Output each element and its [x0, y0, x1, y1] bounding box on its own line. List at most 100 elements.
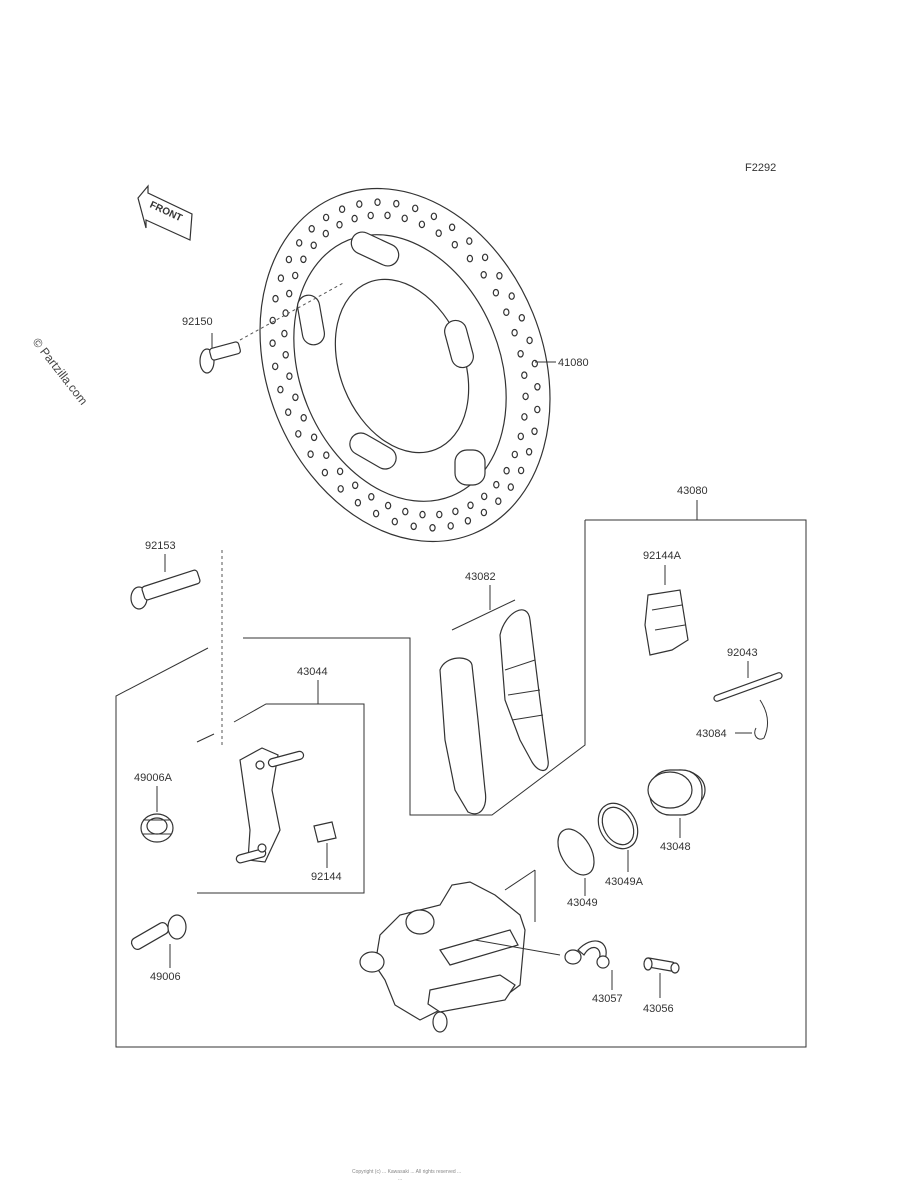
disc-hole	[412, 204, 419, 213]
bleed-hose-fitting[interactable]	[564, 940, 610, 969]
disc-hole	[322, 213, 330, 222]
disc-hole	[467, 501, 474, 510]
dust-boot[interactable]	[140, 813, 174, 843]
disc-hole	[447, 522, 454, 530]
disc-hole	[351, 214, 358, 223]
disc-hole	[480, 270, 487, 279]
dust-seal[interactable]	[590, 796, 645, 856]
disc-hole	[286, 372, 293, 381]
disc-hole	[384, 501, 392, 510]
pad-pin[interactable]	[713, 672, 783, 702]
disc-hole	[531, 427, 538, 436]
disc-hole	[451, 240, 458, 249]
label-49006A[interactable]: 49006A	[134, 772, 173, 784]
label-43049[interactable]: 43049	[567, 897, 598, 909]
disc-hole	[367, 211, 374, 220]
caliper-body[interactable]	[359, 881, 526, 1033]
disc-hole	[391, 517, 398, 526]
label-43057[interactable]: 43057	[592, 993, 623, 1005]
figure-code: F2292	[745, 162, 776, 174]
label-43048[interactable]: 43048	[660, 841, 691, 853]
disc-hole	[480, 508, 488, 517]
label-43084[interactable]: 43084	[696, 728, 727, 740]
disc-hole	[495, 497, 502, 506]
disc-hole	[402, 507, 409, 516]
disc-hole	[518, 313, 526, 322]
disc-hole	[466, 237, 473, 245]
disc-hole	[322, 229, 329, 238]
slide-pin-boot[interactable]	[130, 914, 187, 951]
label-92153[interactable]: 92153	[145, 540, 176, 552]
disc-hole	[531, 359, 539, 368]
disc-hole	[277, 274, 285, 283]
disc-hole	[522, 392, 529, 401]
disc-hole	[517, 349, 524, 358]
disc-hole	[435, 229, 442, 238]
disc-hole	[481, 492, 488, 501]
label-92144A[interactable]: 92144A	[643, 550, 682, 562]
label-43049A[interactable]: 43049A	[605, 876, 644, 888]
bracket-clip[interactable]	[313, 821, 337, 843]
disc-hole	[292, 393, 299, 402]
assembly-outline	[115, 519, 807, 1048]
label-43044[interactable]: 43044	[297, 666, 328, 678]
disc-hole	[534, 382, 541, 391]
bleed-valve[interactable]	[643, 957, 680, 974]
disc-hole	[419, 510, 426, 519]
label-92043[interactable]: 92043	[727, 647, 758, 659]
disc-hole	[436, 510, 443, 519]
disc-hole	[368, 492, 375, 501]
disc-hole	[521, 413, 528, 421]
disc-hole	[521, 371, 528, 380]
label-41080[interactable]: 41080	[558, 357, 589, 369]
disc-hole	[338, 205, 346, 214]
disc-hole	[281, 329, 288, 338]
disc-hole	[300, 255, 307, 264]
disc-hole	[448, 223, 456, 232]
disc-hole	[508, 292, 515, 300]
disc-hole	[300, 413, 307, 422]
disc-hole	[272, 362, 279, 371]
disc-bolt[interactable]	[199, 341, 241, 374]
caliper-bolt[interactable]	[130, 569, 201, 610]
brake-disc[interactable]	[209, 145, 601, 586]
disc-hole	[401, 214, 408, 223]
label-92144[interactable]: 92144	[311, 871, 342, 883]
label-92150[interactable]: 92150	[182, 316, 213, 328]
pad-outline	[243, 525, 586, 816]
label-43080[interactable]: 43080	[677, 485, 708, 497]
disc-hole	[336, 467, 344, 476]
disc-hole	[269, 316, 276, 325]
label-43056[interactable]: 43056	[643, 1003, 674, 1015]
disc-hole	[269, 339, 276, 348]
disc-hole	[526, 336, 533, 345]
disc-hole	[337, 485, 344, 493]
disc-hole	[282, 350, 289, 359]
pin-clip[interactable]	[754, 699, 768, 740]
disc-hole	[272, 294, 279, 303]
label-43082[interactable]: 43082	[465, 571, 496, 583]
disc-hole	[511, 328, 518, 337]
caliper-bracket[interactable]	[235, 747, 305, 864]
label-49006[interactable]: 49006	[150, 971, 181, 983]
disc-hole	[511, 450, 519, 459]
disc-hole	[321, 468, 329, 477]
disc-hole	[393, 199, 400, 208]
brake-pad-left[interactable]	[439, 657, 487, 815]
pad-spring[interactable]	[644, 589, 689, 656]
piston-seal[interactable]	[551, 823, 602, 881]
disc-hole	[295, 430, 302, 438]
caliper-piston[interactable]	[647, 769, 706, 816]
disc-hole	[285, 255, 293, 264]
disc-hole	[410, 522, 417, 531]
disc-hole	[492, 288, 500, 297]
bracket-outline	[197, 703, 365, 894]
disc-hole	[517, 466, 525, 475]
disc-hole	[310, 241, 317, 250]
disc-hole	[296, 239, 303, 247]
bolt-axis	[239, 281, 346, 341]
brake-pad-right[interactable]	[499, 609, 549, 771]
disc-hole	[503, 466, 510, 475]
disc-hole	[429, 523, 436, 532]
